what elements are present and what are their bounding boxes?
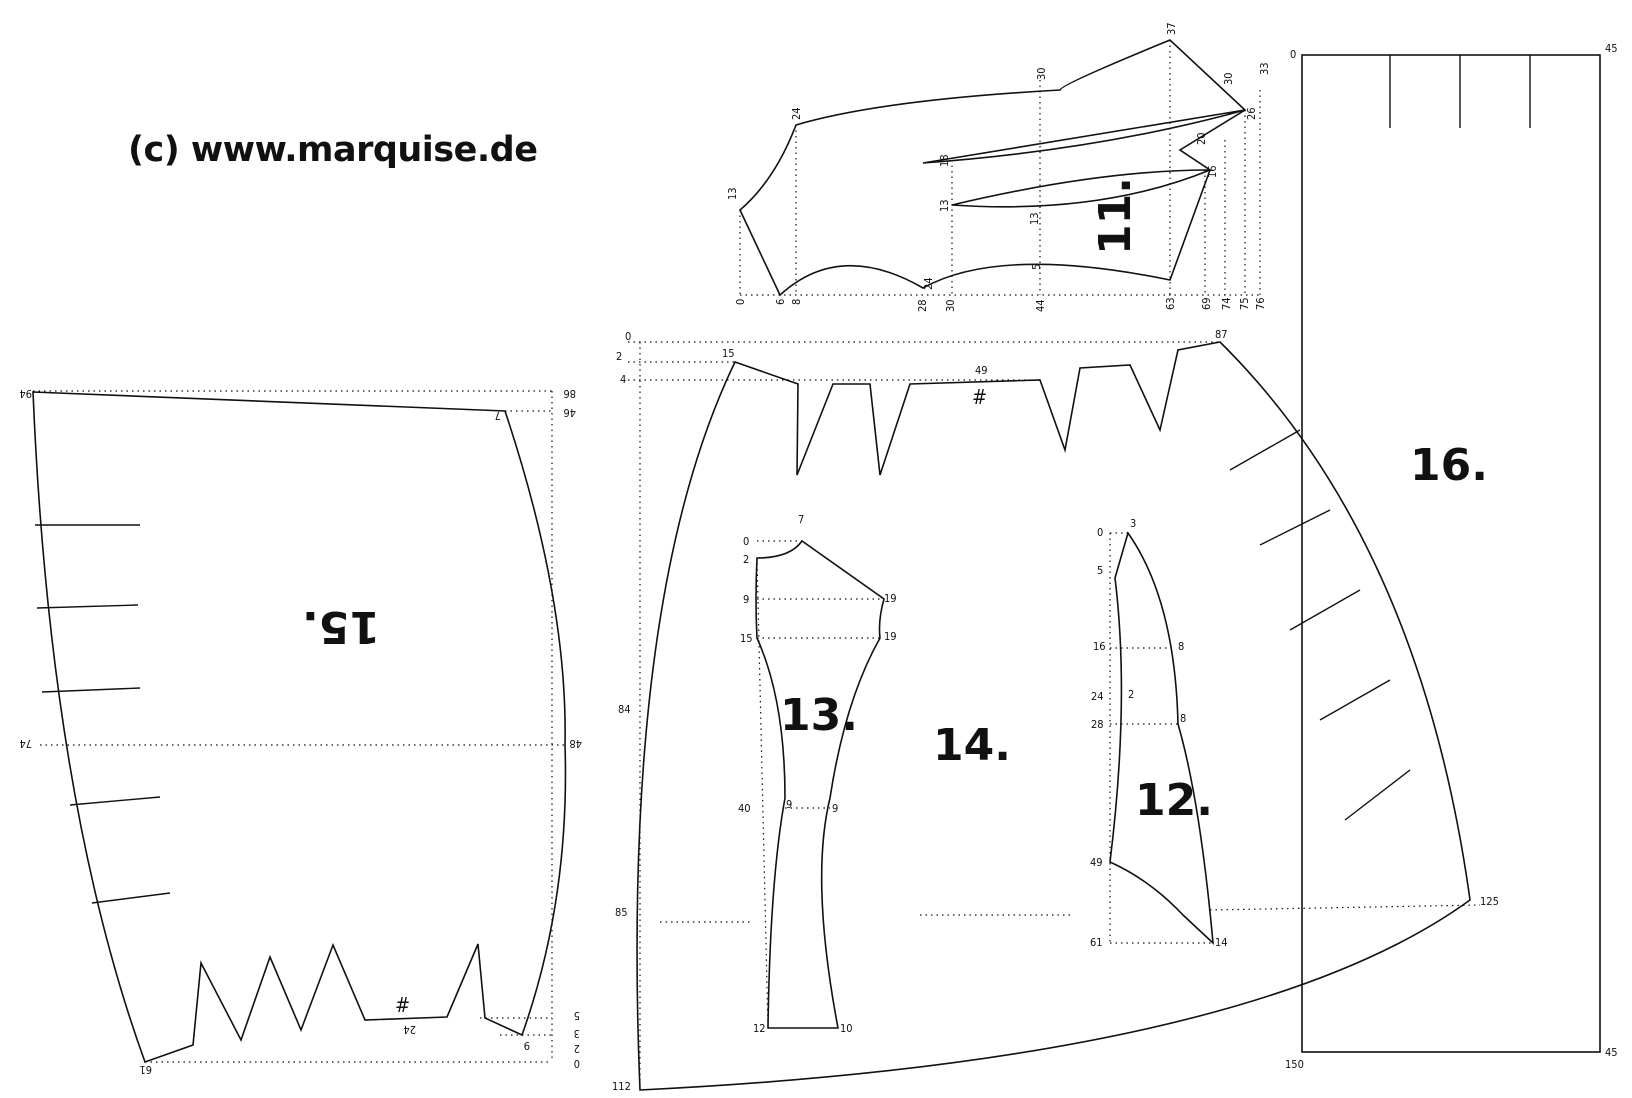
p12-label: 14 xyxy=(1215,936,1228,949)
p15-label: 94 xyxy=(19,387,32,400)
p12-label: 8 xyxy=(1180,712,1186,725)
p13-label: 19 xyxy=(884,592,897,605)
p14-label: 0 xyxy=(625,330,631,343)
p11-number: 11. xyxy=(1090,177,1141,255)
p11-label: 30 xyxy=(944,299,957,312)
p13-number: 13. xyxy=(780,690,858,741)
p15-label: 86 xyxy=(563,387,576,400)
pattern-piece-15: 94 86 46 7 74 48 24 5 3 2 0 61 9 # 15. xyxy=(19,387,582,1076)
p12-label: 3 xyxy=(1130,517,1136,530)
p13-label: 9 xyxy=(786,798,792,811)
p15-label: 0 xyxy=(574,1057,580,1070)
p15-label: 46 xyxy=(563,406,576,419)
p12-label: 61 xyxy=(1090,936,1103,949)
p16-label: 45 xyxy=(1605,42,1618,55)
pattern-piece-14: 0 2 4 15 49 87 84 85 112 125 # 14. xyxy=(612,328,1499,1093)
p11-label: 24 xyxy=(922,277,935,290)
p11-label: 33 xyxy=(1258,62,1271,75)
p11-label: 6 xyxy=(774,299,787,305)
p14-label: 15 xyxy=(722,347,735,360)
p13-label: 9 xyxy=(743,593,749,606)
p13-label: 7 xyxy=(798,513,804,526)
p13-label: 40 xyxy=(738,802,751,815)
p11-label: 37 xyxy=(1165,22,1178,35)
p14-label: 49 xyxy=(975,364,988,377)
p11-label: 13 xyxy=(726,187,739,200)
p11-label: 13 xyxy=(938,199,951,212)
p11-label: 74 xyxy=(1220,297,1233,310)
p14-label: 112 xyxy=(612,1080,631,1093)
p12-label: 5 xyxy=(1097,564,1103,577)
p11-label: 18 xyxy=(938,154,951,167)
p11-label: 76 xyxy=(1254,297,1267,310)
p15-label: 61 xyxy=(139,1063,152,1076)
p14-label: 4 xyxy=(620,373,626,386)
p15-label: 74 xyxy=(19,737,32,750)
p13-label: 2 xyxy=(743,553,749,566)
p11-label: 20 xyxy=(1195,132,1208,145)
p16-label: 45 xyxy=(1605,1046,1618,1059)
pattern-piece-12: 0 3 5 16 8 24 2 28 8 49 61 14 12. xyxy=(1090,517,1228,949)
p11-label: 0 xyxy=(734,299,747,305)
p16-label: 0 xyxy=(1290,48,1296,61)
copyright-text: (c) www.marquise.de xyxy=(128,130,538,170)
p15-number: 15. xyxy=(302,601,380,652)
p12-label: 2 xyxy=(1128,688,1134,701)
p14-number: 14. xyxy=(933,720,1011,771)
p15-label: 24 xyxy=(403,1023,416,1036)
p15-label: 3 xyxy=(574,1027,580,1040)
p15-label: 2 xyxy=(574,1042,580,1055)
p12-label: 0 xyxy=(1097,526,1103,539)
p12-label: 16 xyxy=(1093,640,1106,653)
p16-label: 150 xyxy=(1285,1058,1304,1071)
p11-label: 28 xyxy=(916,299,929,312)
p15-label: 7 xyxy=(495,409,501,422)
p13-label: 19 xyxy=(884,630,897,643)
p11-label: 44 xyxy=(1034,299,1047,312)
p11-label: 24 xyxy=(790,107,803,120)
p12-label: 8 xyxy=(1178,640,1184,653)
p14-label: 2 xyxy=(616,350,622,363)
pattern-piece-16: 0 45 150 45 16. xyxy=(1285,42,1618,1071)
p11-label: 69 xyxy=(1200,297,1213,310)
p12-number: 12. xyxy=(1135,775,1213,826)
pattern-piece-11: 37 33 30 30 26 24 20 18 13 13 13 16 5 0 … xyxy=(726,22,1271,312)
p11-label: 5 xyxy=(1030,264,1043,270)
p14-label: 84 xyxy=(618,703,631,716)
p11-label: 75 xyxy=(1238,297,1251,310)
p15-label: 48 xyxy=(569,737,582,750)
p16-number: 16. xyxy=(1410,440,1488,491)
p13-label: 10 xyxy=(840,1022,853,1035)
pattern-piece-13: 0 7 2 9 19 15 19 40 9 9 12 10 13. xyxy=(738,513,897,1035)
p15-grain-mark: # xyxy=(395,993,410,1017)
p15-label: 9 xyxy=(524,1039,530,1052)
p15-label: 5 xyxy=(574,1009,580,1022)
p11-label: 8 xyxy=(790,299,803,305)
p13-label: 0 xyxy=(743,535,749,548)
p12-label: 49 xyxy=(1090,856,1103,869)
p13-label: 15 xyxy=(740,632,753,645)
p14-label: 125 xyxy=(1480,895,1499,908)
p11-label: 16 xyxy=(1206,165,1219,178)
p11-label: 30 xyxy=(1222,72,1235,85)
p13-label: 9 xyxy=(832,802,838,815)
p12-label: 24 xyxy=(1091,690,1104,703)
p14-label: 85 xyxy=(615,906,628,919)
p11-label: 30 xyxy=(1035,67,1048,80)
p12-label: 28 xyxy=(1091,718,1104,731)
p11-label: 26 xyxy=(1245,107,1258,120)
p11-label: 13 xyxy=(1028,212,1041,225)
p14-label: 87 xyxy=(1215,328,1228,341)
p11-label: 63 xyxy=(1164,297,1177,310)
p14-grain-mark: # xyxy=(972,385,987,409)
p13-label: 12 xyxy=(753,1022,766,1035)
